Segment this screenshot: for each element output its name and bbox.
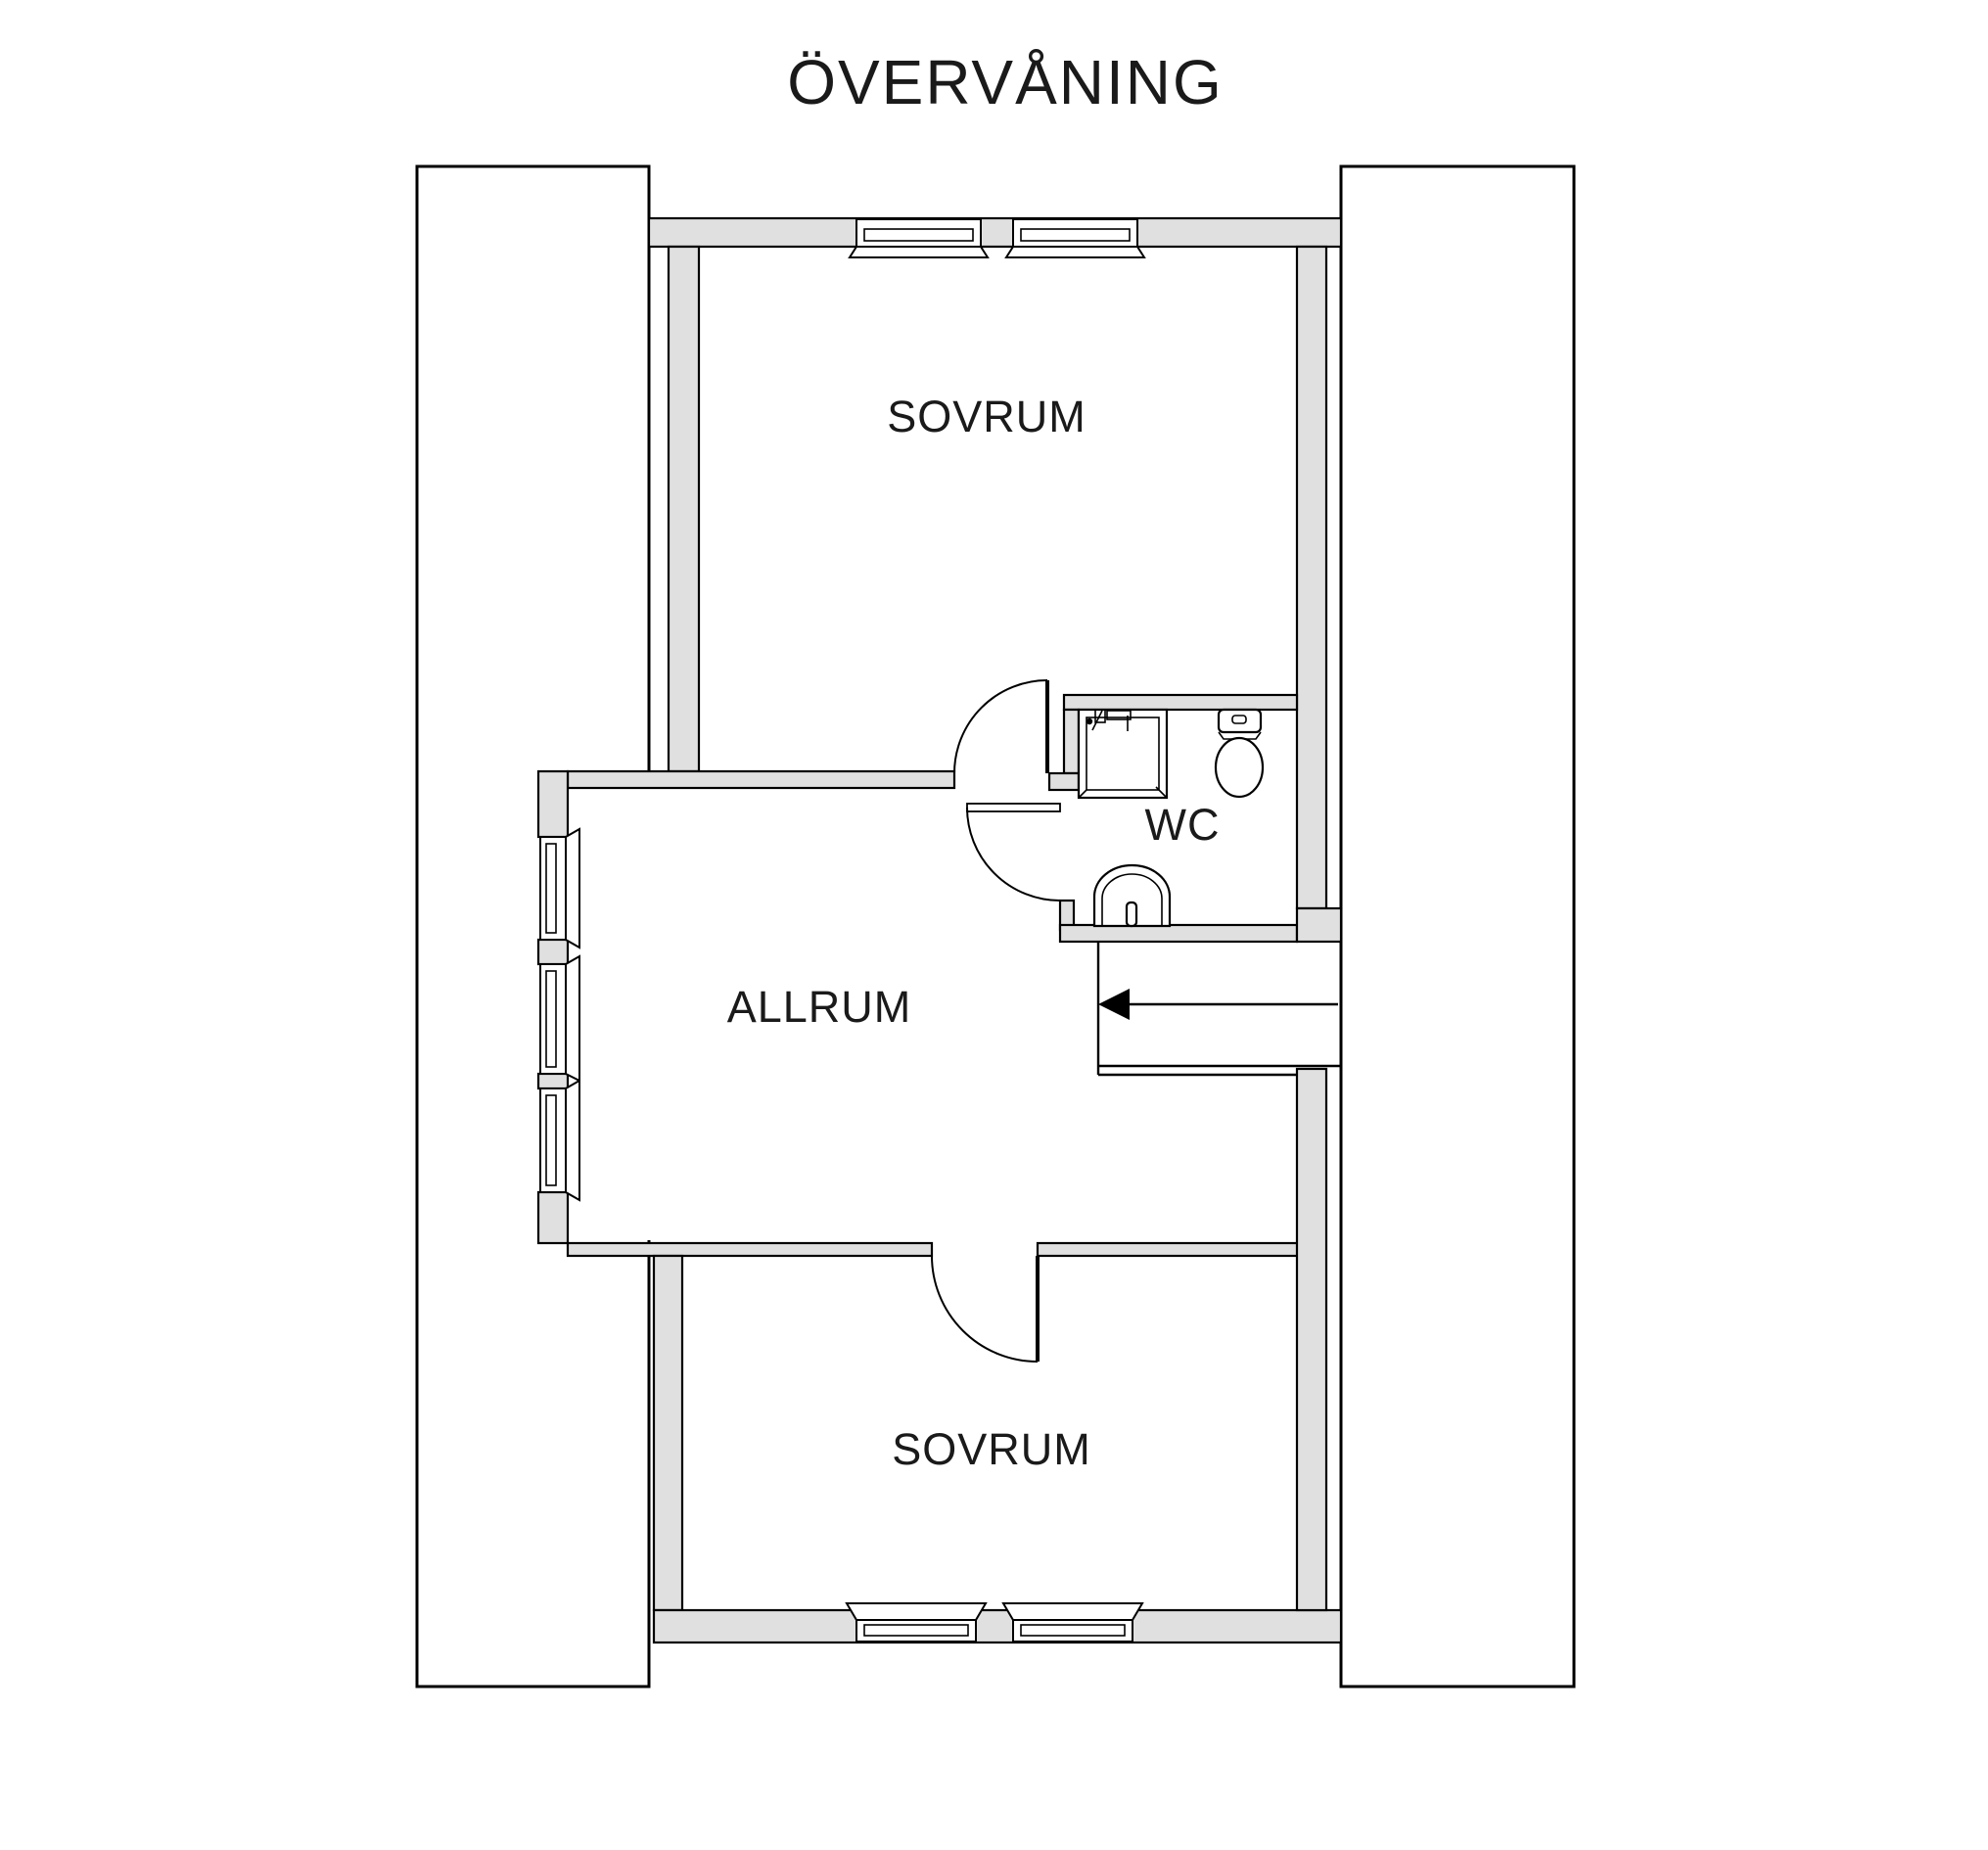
roof-slab-right: [1339, 164, 1576, 1688]
toilet-icon: [1214, 708, 1265, 799]
exterior-wall-right-lower: [1295, 1067, 1328, 1612]
wall-allrum-left-seg1: [536, 769, 570, 839]
slab-edge-mask: [570, 773, 668, 1240]
sink-icon: [1092, 863, 1172, 928]
wall-wc-left-jamb: [1047, 771, 1081, 792]
window-top-1: [848, 218, 990, 258]
page-title: ÖVERVÅNING: [787, 47, 1224, 117]
shower-icon: [1077, 708, 1169, 800]
exterior-wall-bottom: [652, 1608, 1343, 1644]
wall-wc-left: [1062, 708, 1081, 775]
wall-allrum-left-seg4: [536, 1190, 570, 1245]
door-sovrum-top: [953, 679, 1049, 774]
wall-sovrum-bottom-left: [652, 1254, 684, 1612]
wall-stair-corner-block: [1295, 906, 1343, 944]
wall-divider-sovrum-allrum: [566, 769, 956, 790]
wall-allrum-left-seg2: [536, 938, 570, 966]
wall-divider-allrum-sovrum-left: [566, 1241, 934, 1258]
window-bottom-1: [845, 1602, 988, 1642]
window-top-2: [1004, 218, 1146, 258]
doors: [931, 679, 1061, 1363]
stairs: [1096, 942, 1341, 1077]
exterior-wall-right-upper: [1295, 245, 1328, 910]
labels: ÖVERVÅNING SOVRUM WC ALLRUM SOVRUM: [727, 47, 1224, 1474]
door-sovrum-bottom: [931, 1255, 1040, 1363]
room-label-allrum: ALLRUM: [727, 982, 912, 1032]
room-label-sovrum-bottom: SOVRUM: [892, 1424, 1091, 1474]
wall-wc-top: [1062, 693, 1299, 712]
window-left-1: [539, 827, 580, 949]
walls: [536, 216, 1343, 1644]
shower-drain: [1086, 717, 1093, 725]
wall-sovrum-top-left: [667, 245, 701, 773]
wall-allrum-left-seg3: [536, 1072, 570, 1090]
window-left-3: [539, 1079, 580, 1202]
wc-fixtures: [1077, 708, 1265, 928]
room-label-sovrum-top: SOVRUM: [887, 392, 1086, 441]
room-label-wc: WC: [1145, 800, 1221, 850]
stair-arrow-icon: [1098, 989, 1130, 1020]
window-left-2: [539, 954, 580, 1083]
wall-divider-allrum-sovrum-right: [1036, 1241, 1300, 1258]
door-wc: [966, 803, 1061, 902]
window-bottom-2: [1001, 1602, 1144, 1642]
roof-slabs: [415, 164, 1576, 1688]
wall-wc-bottom: [1058, 923, 1299, 944]
exterior-wall-top: [647, 216, 1343, 249]
windows: [539, 218, 1146, 1642]
